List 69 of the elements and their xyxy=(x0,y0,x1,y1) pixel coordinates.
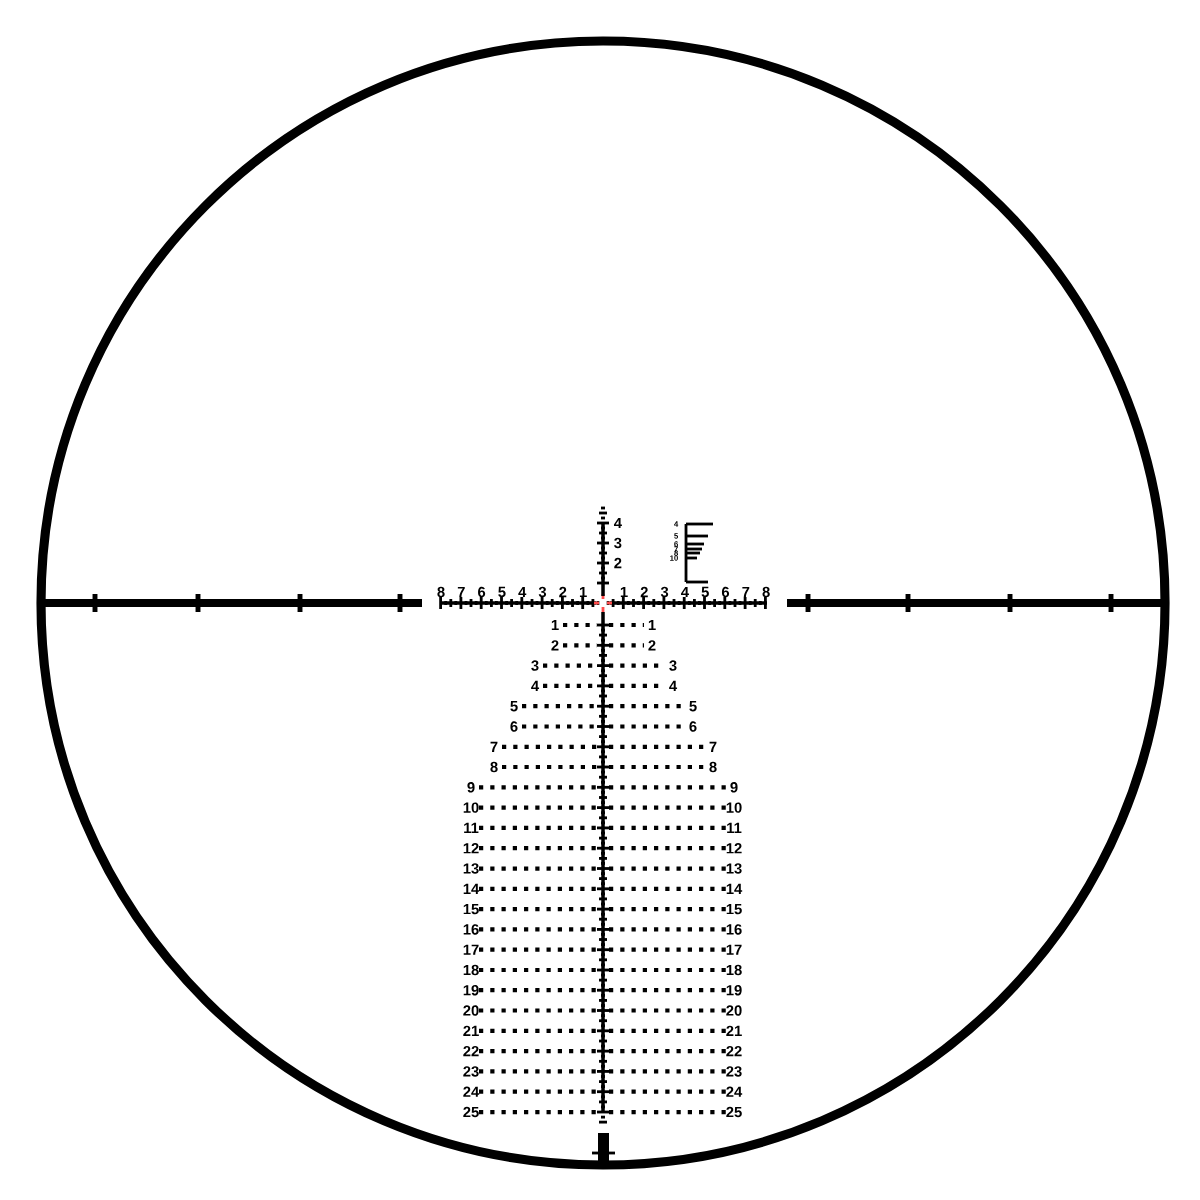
scale-number: 24 xyxy=(463,1086,480,1097)
scale-number: 8 xyxy=(490,761,498,773)
scale-number: 10 xyxy=(726,802,742,813)
scale-number: 15 xyxy=(463,903,479,915)
scale-number: 17 xyxy=(463,944,479,955)
scale-number: 25 xyxy=(463,1106,479,1118)
scale-number: 4 xyxy=(518,586,527,598)
scale-number: 1 xyxy=(551,619,559,631)
scale-number: 3 xyxy=(614,537,622,549)
scale-number: 8 xyxy=(762,586,770,598)
scale-number: 18 xyxy=(463,964,479,976)
scale-number: 19 xyxy=(726,985,742,996)
scale-number: 8 xyxy=(709,761,717,773)
scale-number: 2 xyxy=(559,586,567,598)
scale-number: 6 xyxy=(510,721,518,732)
scale-number: 23 xyxy=(726,1066,742,1077)
scale-number: 23 xyxy=(463,1066,479,1077)
scale-number: 7 xyxy=(490,741,498,752)
scale-number: 7 xyxy=(742,586,750,598)
scale-number: 11 xyxy=(727,822,742,833)
scale-number: 9 xyxy=(730,782,738,793)
scale-number: 16 xyxy=(726,924,742,935)
scale-number: 3 xyxy=(531,660,539,671)
scale-number: 3 xyxy=(538,586,547,598)
scale-number: 6 xyxy=(689,721,697,732)
scale-number: 18 xyxy=(726,964,742,976)
scale-number: 5 xyxy=(498,586,506,598)
scale-number: 4 xyxy=(681,586,689,598)
scale-number: 2 xyxy=(648,640,656,651)
scale-number: 19 xyxy=(463,985,479,996)
scale-number: 21 xyxy=(463,1025,479,1036)
scale-number: 2 xyxy=(551,640,559,651)
scale-number: 1 xyxy=(648,619,656,631)
scale-number: 1 xyxy=(620,586,628,598)
scale-number: 13 xyxy=(726,863,742,874)
scale-number: 22 xyxy=(726,1045,742,1057)
scale-number: 1 xyxy=(579,586,587,598)
scale-number: 4 xyxy=(614,517,622,529)
scale-number: 7 xyxy=(457,586,465,598)
scale-number: 14 xyxy=(726,883,743,894)
scale-number: 9 xyxy=(467,782,475,793)
scale-number: 2 xyxy=(640,586,648,598)
scale-number: 15 xyxy=(726,903,742,915)
scale-number: 16 xyxy=(463,924,479,935)
scale-number: 17 xyxy=(726,944,742,955)
scale-number: 5 xyxy=(689,701,697,712)
scale-number: 4 xyxy=(669,680,678,691)
scale-number: 20 xyxy=(726,1005,742,1016)
scale-number: 13 xyxy=(463,863,479,874)
scale-number: 5 xyxy=(510,701,518,712)
scale-number: 11 xyxy=(464,822,479,833)
scale-number: 4 xyxy=(531,680,540,691)
scale-number: 5 xyxy=(701,586,709,598)
scale-number: 2 xyxy=(614,557,622,569)
scale-number: 21 xyxy=(726,1025,742,1036)
scale-number: 20 xyxy=(463,1005,479,1016)
scale-number: 7 xyxy=(709,741,717,752)
scale-number: 25 xyxy=(726,1106,742,1118)
scale-number: 3 xyxy=(669,660,677,671)
scale-number: 24 xyxy=(726,1086,743,1097)
scale-number: 14 xyxy=(463,883,480,894)
scale-number: 22 xyxy=(463,1045,479,1057)
scale-number: 12 xyxy=(463,843,479,854)
scale-number: 8 xyxy=(437,586,445,598)
scale-number: 12 xyxy=(726,843,742,854)
scale-number: 6 xyxy=(721,586,730,598)
scale-number: 10 xyxy=(463,802,479,813)
scale-number: 6 xyxy=(478,586,486,598)
scale-number: 3 xyxy=(660,586,669,598)
